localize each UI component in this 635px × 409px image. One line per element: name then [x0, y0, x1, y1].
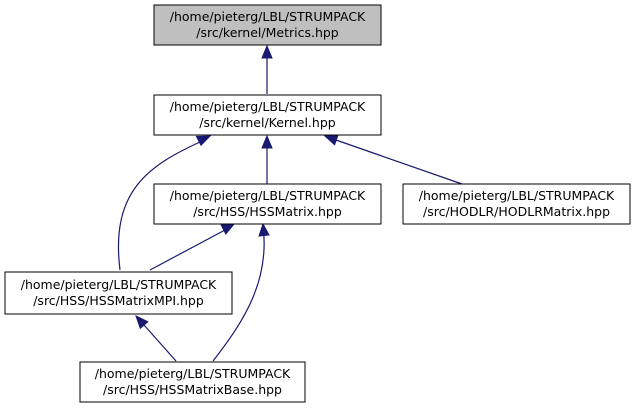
edge-hssmatrixmpi-to-hssmatrix [149, 223, 236, 271]
node-metrics[interactable]: /home/pieterg/LBL/STRUMPACK /src/kernel/… [153, 4, 382, 46]
node-hodlrmatrix-line1: /home/pieterg/LBL/STRUMPACK [419, 188, 615, 203]
node-hssmatrixmpi[interactable]: /home/pieterg/LBL/STRUMPACK /src/HSS/HSS… [4, 271, 233, 315]
node-hssmatrix-line2: /src/HSS/HSSMatrix.hpp [193, 204, 342, 219]
node-metrics-line1: /home/pieterg/LBL/STRUMPACK [170, 9, 366, 24]
node-kernel[interactable]: /home/pieterg/LBL/STRUMPACK /src/kernel/… [153, 94, 382, 136]
node-metrics-line2: /src/kernel/Metrics.hpp [196, 25, 339, 40]
node-hssmatrixmpi-line1: /home/pieterg/LBL/STRUMPACK [21, 277, 217, 292]
edge-hssmatrixbase-to-hssmatrix [212, 224, 265, 362]
node-hssmatrixbase-line1: /home/pieterg/LBL/STRUMPACK [95, 366, 291, 381]
node-kernel-line1: /home/pieterg/LBL/STRUMPACK [170, 99, 366, 114]
node-hssmatrixmpi-box [4, 271, 233, 315]
edge-kernel-to-metrics [261, 44, 273, 94]
node-kernel-box [153, 94, 382, 136]
edges [118, 44, 463, 362]
node-hodlrmatrix-line2: /src/HODLR/HODLRMatrix.hpp [423, 204, 610, 219]
node-hssmatrix-box [153, 183, 382, 225]
node-hssmatrix[interactable]: /home/pieterg/LBL/STRUMPACK /src/HSS/HSS… [153, 183, 382, 225]
edge-hodlrmatrix-to-kernel [323, 134, 463, 185]
nodes: /home/pieterg/LBL/STRUMPACK /src/kernel/… [4, 4, 631, 403]
node-hssmatrix-line1: /home/pieterg/LBL/STRUMPACK [170, 188, 366, 203]
node-hssmatrixbase-line2: /src/HSS/HSSMatrixBase.hpp [103, 382, 282, 397]
edge-hssmatrixbase-to-hssmatrix-head [258, 222, 270, 237]
node-metrics-box [153, 4, 382, 46]
node-kernel-line2: /src/kernel/Kernel.hpp [199, 115, 335, 130]
edge-hssmatrix-to-kernel [261, 134, 273, 184]
node-hodlrmatrix-box [402, 183, 631, 225]
node-hssmatrixmpi-line2: /src/HSS/HSSMatrixMPI.hpp [33, 293, 204, 308]
node-hssmatrixbase[interactable]: /home/pieterg/LBL/STRUMPACK /src/HSS/HSS… [79, 361, 306, 403]
edge-hssmatrixbase-to-hssmatrixmpi [135, 315, 177, 362]
node-hodlrmatrix[interactable]: /home/pieterg/LBL/STRUMPACK /src/HODLR/H… [402, 183, 631, 225]
edge-hssmatrixmpi-to-kernel [118, 135, 212, 271]
node-hssmatrixbase-box [79, 361, 306, 403]
